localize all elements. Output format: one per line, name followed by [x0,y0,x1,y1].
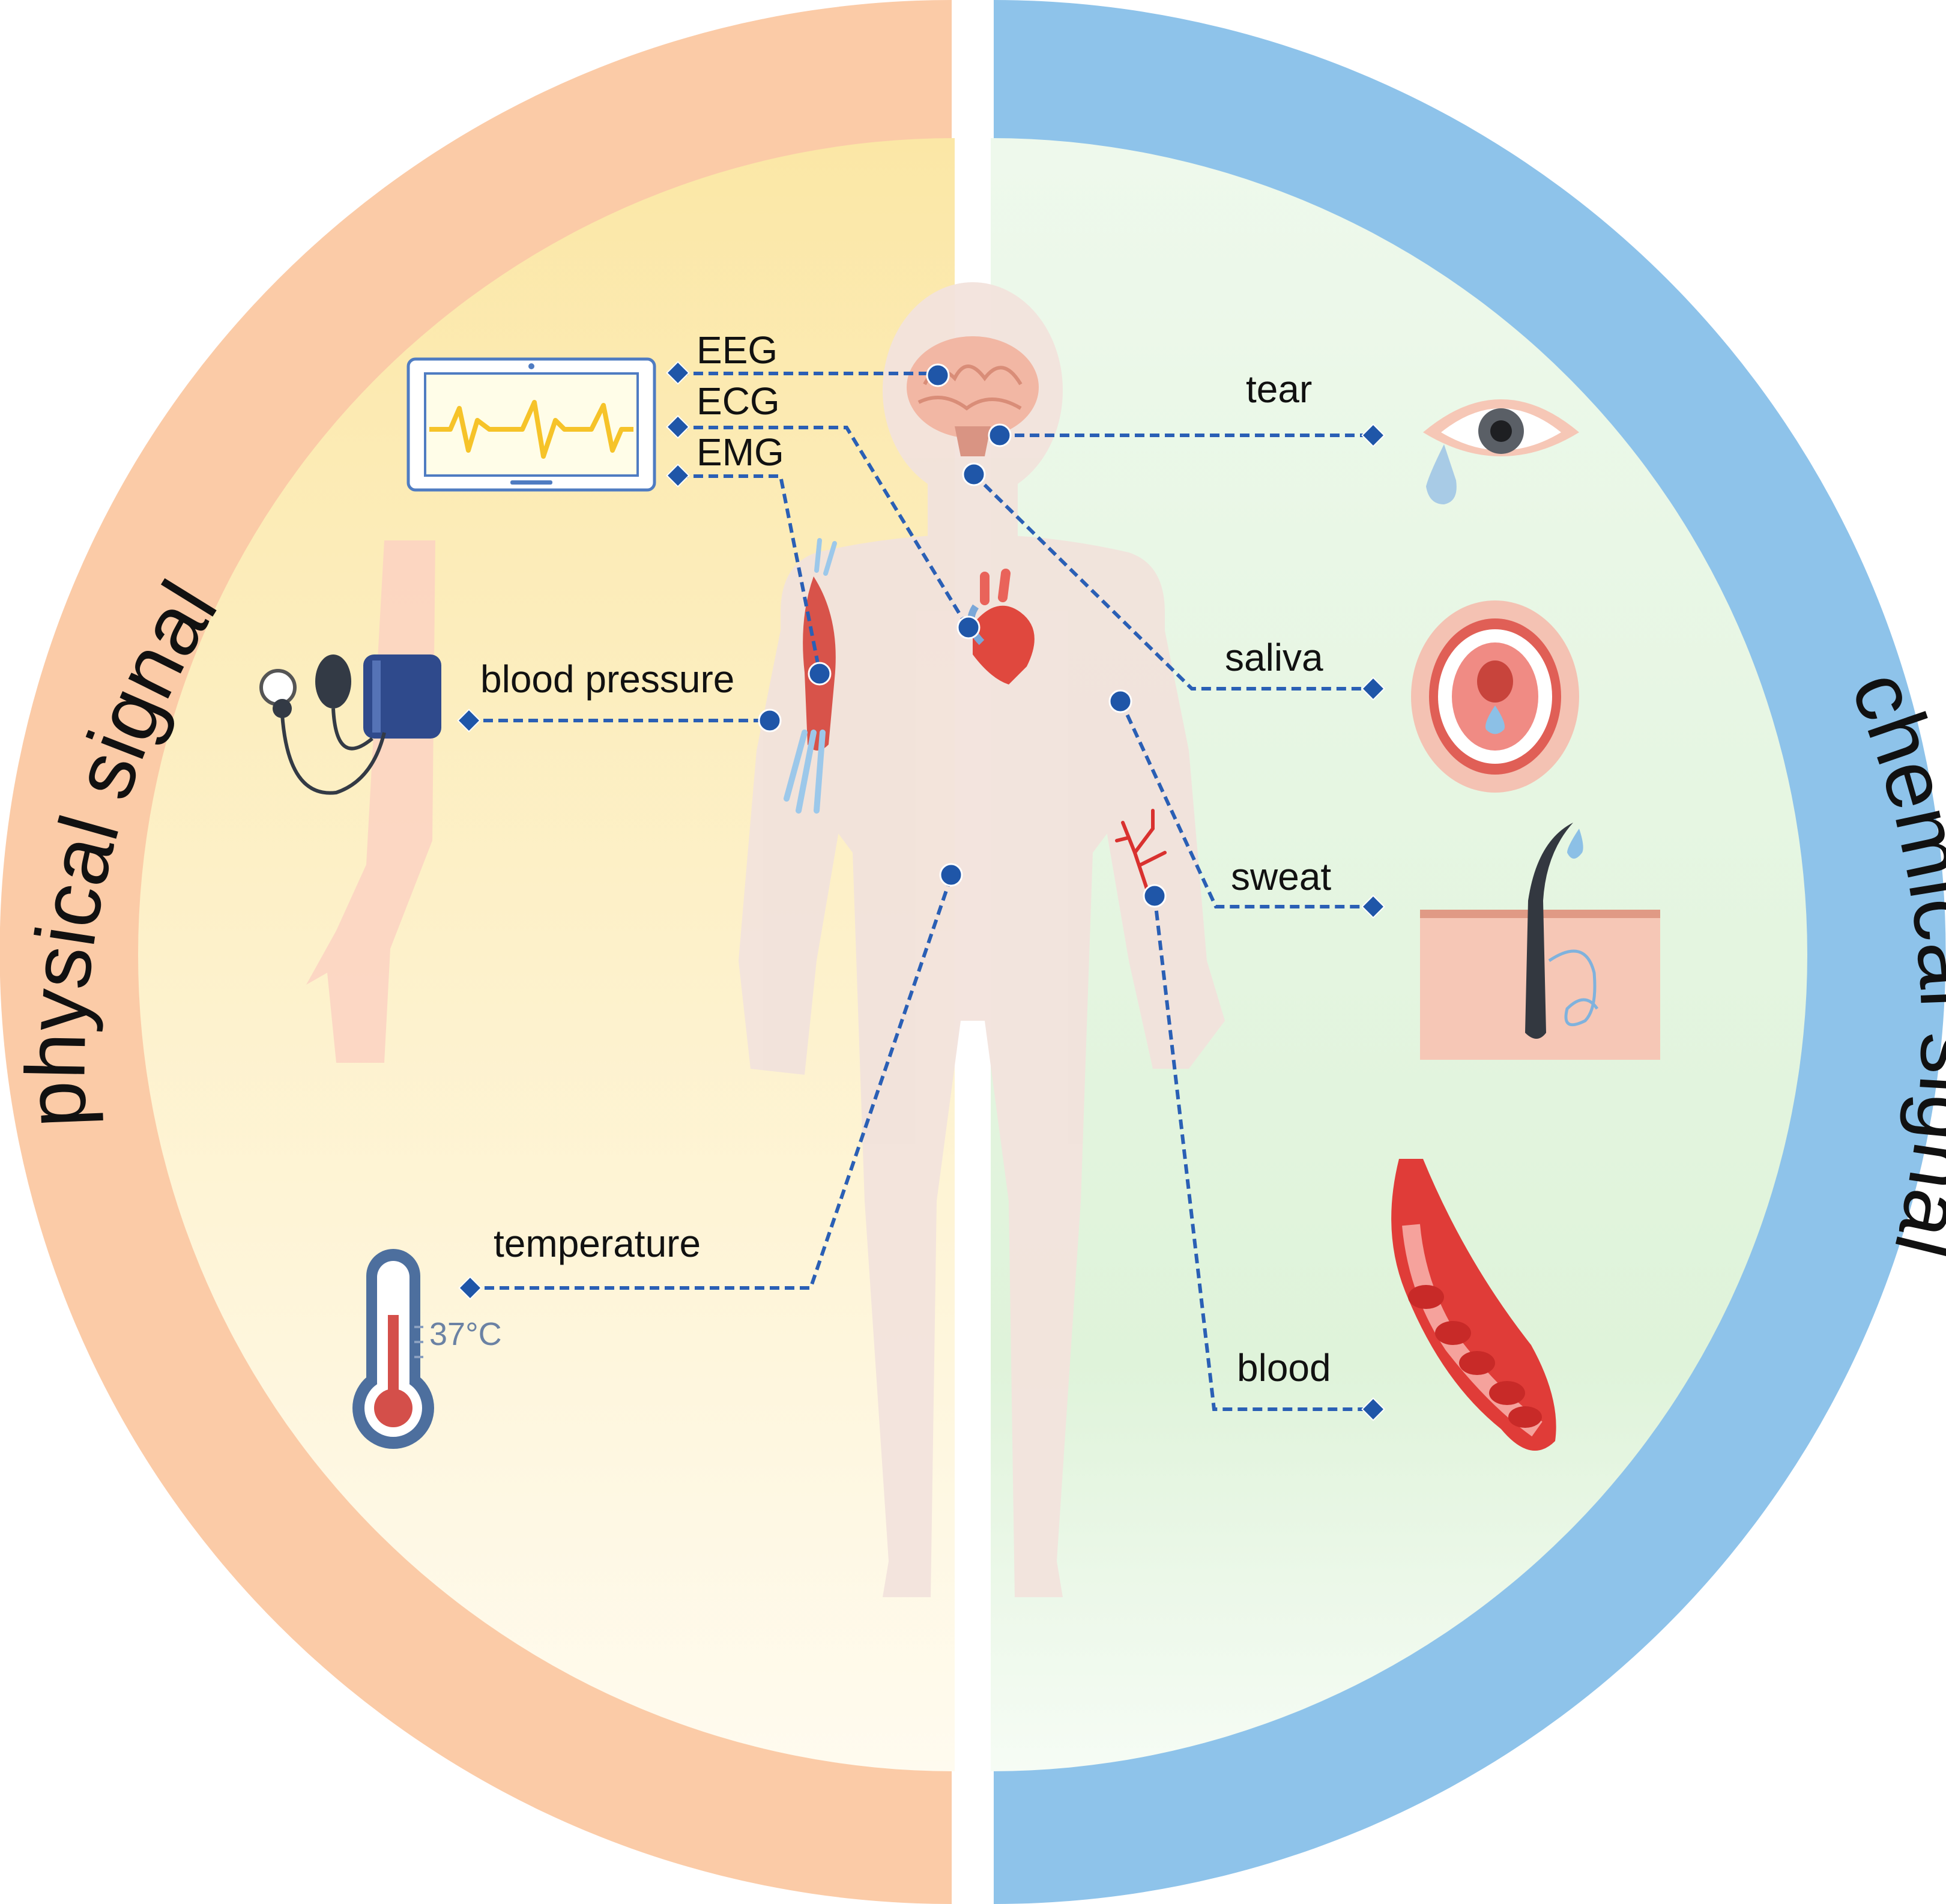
thermometer-icon [352,1249,434,1449]
ecg-marker [666,415,690,439]
saliva-connector [972,473,1372,691]
tear-label: tear [1246,367,1312,411]
tear-marker [1361,423,1385,447]
eye-icon [1423,399,1579,504]
ecg-connector [678,426,968,627]
blood-label: blood [1237,1346,1331,1389]
eye-endpoint [988,423,1012,447]
blood-marker [1361,1397,1385,1421]
body-endpoints [758,363,1167,908]
temperature-connector [470,874,953,1290]
sphygmomanometer-icon [259,540,441,1063]
emg-label: EMG [697,431,784,474]
muscle-endpoint [808,662,832,686]
chemical-background [991,138,1807,1771]
blood-pressure-marker [457,709,481,733]
ecg-label: ECG [697,379,780,423]
eeg-label: EEG [697,328,778,372]
thermometer-reading: 37°C [429,1316,502,1352]
brain-icon [907,336,1039,456]
mouth-icon [1411,600,1579,793]
brain-endpoint [926,363,950,387]
abdomen-endpoint [939,863,963,887]
sweat-connector [1119,700,1372,908]
sweat-marker [1361,895,1385,919]
forearm-endpoint [1108,689,1132,713]
heart-endpoint [956,615,981,639]
temperature-marker [458,1276,482,1300]
emg-connector [678,474,821,673]
tablet-monitor-icon [406,357,656,492]
blood-connector [1153,895,1372,1411]
blood-pressure-label: blood pressure [480,657,734,701]
blood-vessel-large-icon [1391,1159,1556,1451]
temperature-label: temperature [494,1222,701,1265]
connector-lines [468,372,1372,1411]
blood-vessel-icon [1115,809,1167,890]
emg-marker [666,464,690,488]
arm-endpoint [758,709,782,733]
eeg-marker [666,361,690,385]
saliva-marker [1361,677,1385,701]
physical-background [138,138,955,1771]
skin-sweat-gland-icon [1420,823,1660,1060]
saliva-label: saliva [1225,636,1323,679]
wrist-endpoint [1143,884,1167,908]
sweat-label: sweat [1231,855,1331,898]
mouth-endpoint [962,462,986,486]
label-endpoints [457,361,1385,1421]
